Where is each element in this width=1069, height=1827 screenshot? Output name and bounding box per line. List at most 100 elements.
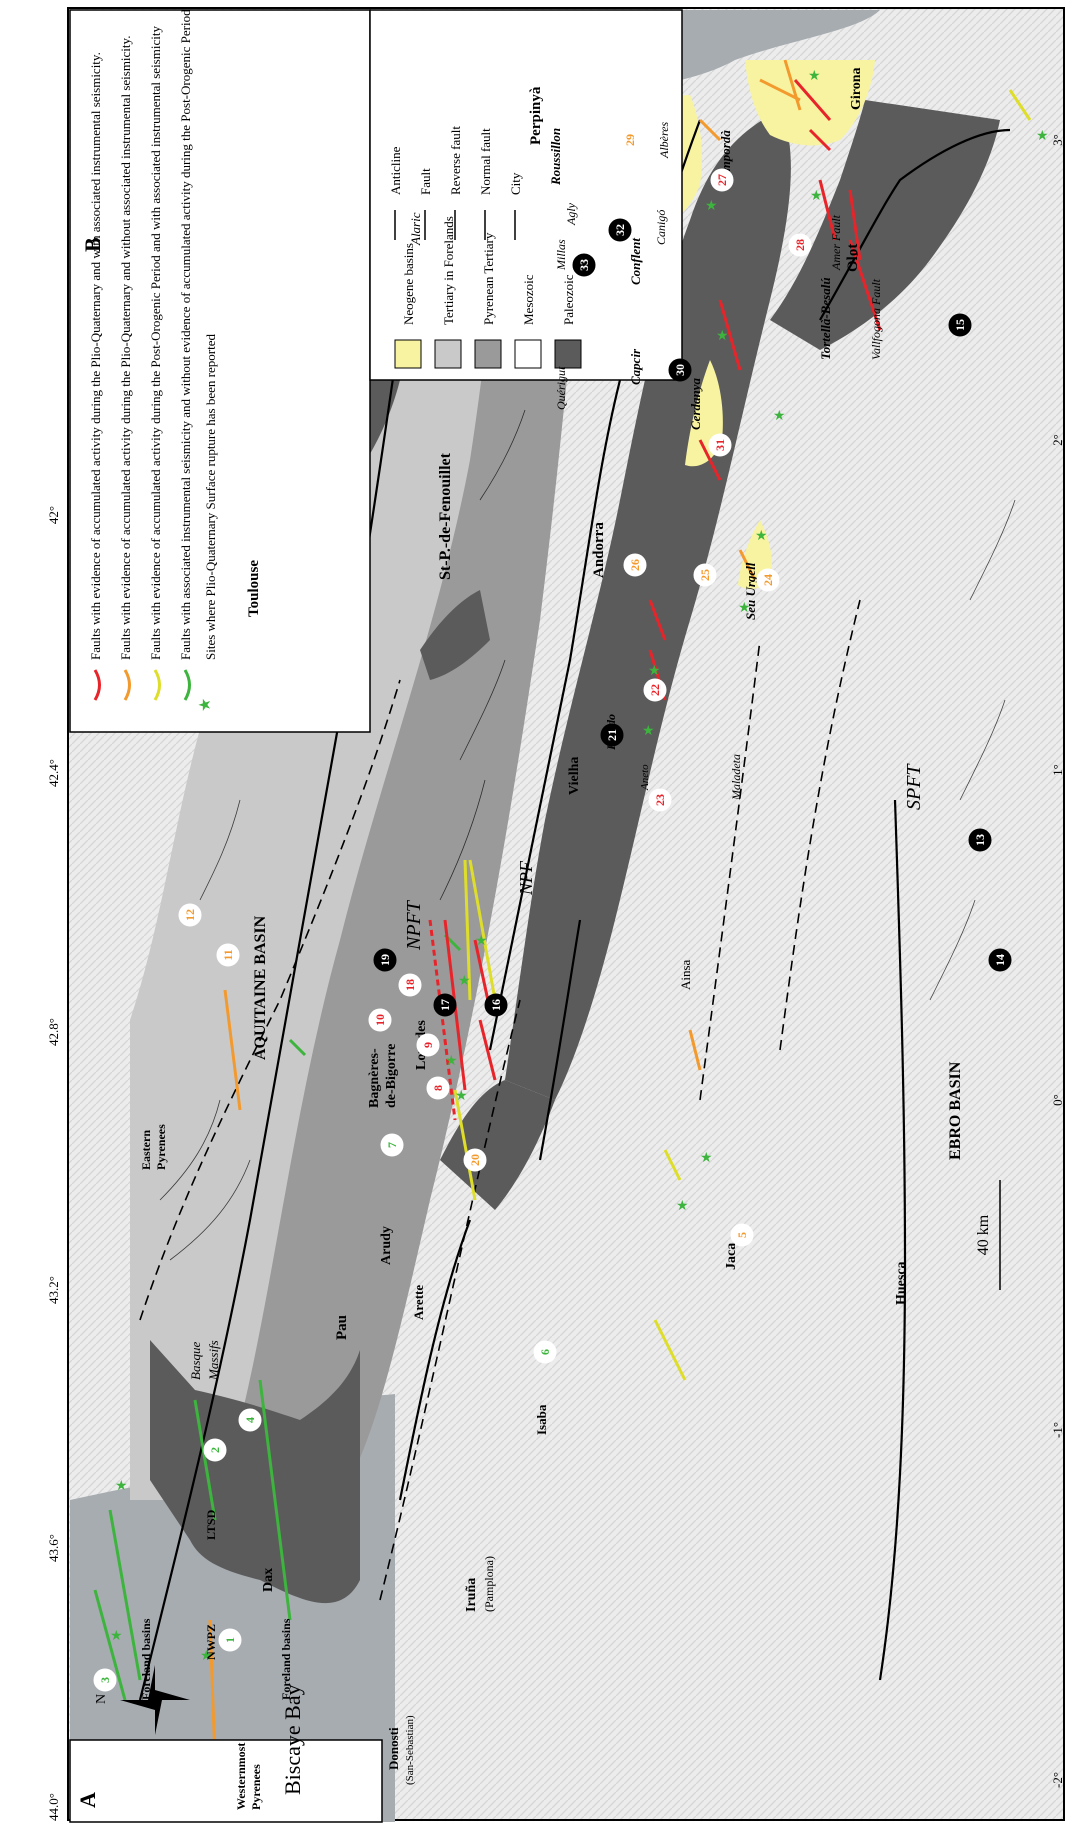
site-marker bbox=[416, 1033, 440, 1057]
legend-fault-swatch bbox=[183, 669, 191, 701]
site-marker bbox=[373, 948, 397, 972]
scale-bar: 40 km bbox=[975, 1180, 1001, 1290]
region-npft: NPFT bbox=[403, 899, 425, 951]
site-number: 4 bbox=[243, 1417, 257, 1423]
site-number: 20 bbox=[468, 1154, 482, 1166]
site-marker bbox=[93, 1668, 117, 1692]
legend-unit-text: Paleozoic bbox=[561, 274, 576, 325]
site-number: 32 bbox=[613, 224, 627, 236]
feature-seuurgell: Seu Urgell bbox=[743, 562, 758, 620]
feature-millas: Millas bbox=[554, 239, 568, 271]
legend-unit-text: Mesozoic bbox=[521, 274, 536, 325]
legend-unit-swatch bbox=[474, 339, 502, 369]
legend-fault-text: Faults with evidence of accumulated acti… bbox=[88, 52, 103, 660]
latitude-tick-label: 44.0° bbox=[46, 1793, 61, 1821]
legend-unit-text: Tertiary in Forelands bbox=[441, 216, 456, 325]
legend-unit-swatch bbox=[394, 339, 422, 369]
feature-conflent: Conflent bbox=[628, 238, 643, 285]
eastern-paleozoic bbox=[770, 100, 1000, 350]
legend-unit-swatch bbox=[514, 339, 542, 369]
legend-symbol-text: Reverse fault bbox=[448, 126, 463, 195]
site-number: 3 bbox=[98, 1677, 112, 1683]
legend-symbol-text: City bbox=[508, 172, 523, 195]
site-marker bbox=[216, 943, 240, 967]
region-npf: NPF bbox=[516, 860, 536, 896]
site-number: 18 bbox=[403, 979, 417, 991]
site-marker bbox=[368, 1008, 392, 1032]
site-number: 10 bbox=[373, 1014, 387, 1026]
site-number: 8 bbox=[431, 1085, 445, 1091]
region-basque-1: Basque bbox=[188, 1342, 203, 1381]
map-labels: 44.0°43.6°43.2°42.8°42.4°42°-2°-1°0°1°2°… bbox=[46, 67, 1065, 1821]
feature-capcir: Capcir bbox=[628, 348, 643, 385]
site-number: 29 bbox=[623, 134, 637, 146]
site-number: 22 bbox=[648, 684, 662, 696]
region-aquitaine: AQUITAINE BASIN bbox=[252, 915, 269, 1060]
longitude-tick-label: 2° bbox=[1050, 434, 1065, 446]
site-marker bbox=[608, 218, 632, 242]
site-number: 2 bbox=[208, 1447, 222, 1453]
city-isaba: Isaba bbox=[534, 1404, 549, 1435]
north-arrow-icon: N bbox=[94, 1665, 190, 1735]
svg-text:★: ★ bbox=[445, 1054, 458, 1069]
site-number: 11 bbox=[221, 949, 235, 960]
inset-ltsd: LTSD bbox=[204, 1509, 218, 1540]
site-number: 28 bbox=[793, 239, 807, 251]
feature-roussillon: Roussillon bbox=[548, 128, 563, 186]
svg-text:★: ★ bbox=[738, 601, 751, 616]
site-marker bbox=[426, 1076, 450, 1100]
svg-text:★: ★ bbox=[642, 724, 655, 739]
legend-fault-list: Faults with evidence of accumulated acti… bbox=[88, 9, 218, 712]
inset-eastern-2: Pyrenees bbox=[154, 1124, 168, 1170]
tertiary-forelands-ebro bbox=[130, 65, 540, 1500]
site-number: 30 bbox=[673, 364, 687, 376]
city-ainsa: Ainsa bbox=[678, 959, 693, 990]
site-marker bbox=[533, 1340, 557, 1364]
city-girona: Girona bbox=[849, 67, 864, 110]
city-jaca: Jaca bbox=[724, 1243, 739, 1270]
site-marker bbox=[708, 433, 732, 457]
legend-unit-swatch bbox=[434, 339, 462, 369]
site-number: 9 bbox=[421, 1042, 435, 1048]
site-marker bbox=[463, 1148, 487, 1172]
city-iruna: Iruña bbox=[464, 1578, 479, 1612]
svg-text:★: ★ bbox=[115, 1479, 128, 1494]
axial-zone-paleozoic bbox=[505, 110, 791, 1100]
site-marker bbox=[948, 313, 972, 337]
legend-symbol-text: Fault bbox=[418, 168, 433, 195]
city-andorra: Andorra bbox=[591, 522, 607, 578]
region-ebro: EBRO BASIN bbox=[947, 1061, 964, 1160]
site-number: 23 bbox=[653, 794, 667, 806]
site-marker bbox=[730, 1223, 754, 1247]
panel-label-a: A bbox=[75, 1792, 100, 1808]
city-pau: Pau bbox=[334, 1315, 350, 1340]
legend-fault-text: Faults with associated instrumental seis… bbox=[178, 9, 193, 660]
latitude-tick-label: 42.8° bbox=[46, 1018, 61, 1046]
legend-unit-text: Pyrenean Tertiary bbox=[481, 232, 496, 325]
svg-text:★: ★ bbox=[110, 1629, 123, 1644]
site-number: 17 bbox=[438, 999, 452, 1011]
site-marker bbox=[433, 993, 457, 1017]
region-alaric: Alaric bbox=[408, 212, 423, 246]
legend-fault-text: Faults with evidence of accumulated acti… bbox=[118, 36, 133, 660]
city-dax: Dax bbox=[261, 1568, 276, 1592]
inset-foreland-s: Foreland basins bbox=[279, 1618, 293, 1700]
legend-fault-swatch bbox=[93, 669, 101, 701]
site-marker bbox=[968, 828, 992, 852]
city-huesca: Huesca bbox=[894, 1261, 909, 1305]
city-vielha: Vielha bbox=[567, 757, 582, 795]
feature-querigut: Quérigut bbox=[554, 366, 568, 410]
site-number: 33 bbox=[577, 259, 591, 271]
svg-text:★: ★ bbox=[716, 329, 729, 344]
site-number: 13 bbox=[973, 834, 987, 846]
legend-unit-swatch bbox=[554, 339, 582, 369]
city-perpinya: Perpinyà bbox=[528, 86, 544, 145]
site-marker bbox=[788, 233, 812, 257]
city-arudy: Arudy bbox=[379, 1226, 394, 1265]
site-number: 5 bbox=[735, 1232, 749, 1238]
site-number: 26 bbox=[628, 559, 642, 571]
svg-text:★: ★ bbox=[458, 974, 471, 989]
city-bagneres-2: de-Bigorre bbox=[384, 1044, 399, 1108]
city-donosti: Donosti bbox=[386, 1727, 401, 1770]
